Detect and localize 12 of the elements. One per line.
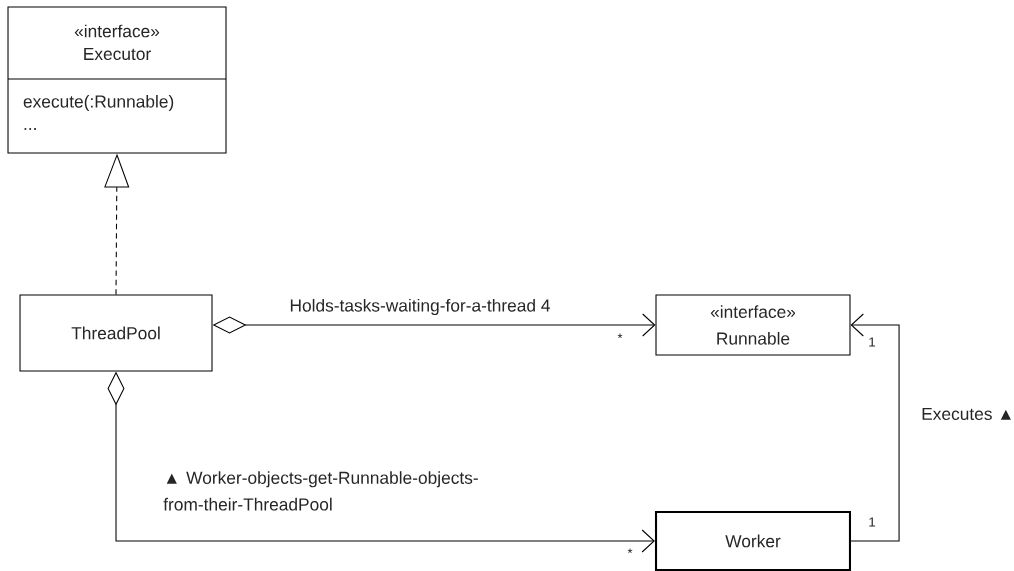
- multiplicity-label: 1: [869, 517, 876, 527]
- class-box: «interface» Runnable: [655, 294, 851, 356]
- edge-label: Executes ▲: [918, 405, 1014, 423]
- connector: [850, 313, 900, 542]
- edge-label: Holds-tasks-waiting-for-a-thread 4: [286, 296, 554, 318]
- edge-label: ▲ Worker-objects-get-Runnable-objects-from-their-ThreadPool: [160, 468, 486, 514]
- multiplicity-label: 1: [869, 337, 876, 347]
- multiplicity-label: *: [627, 548, 633, 554]
- class-box: «interface» Executor execute(:Runnable) ...: [7, 6, 227, 154]
- class-box: ThreadPool: [19, 294, 213, 372]
- class-box: Worker: [654, 510, 852, 571]
- multiplicity-label: *: [617, 333, 623, 339]
